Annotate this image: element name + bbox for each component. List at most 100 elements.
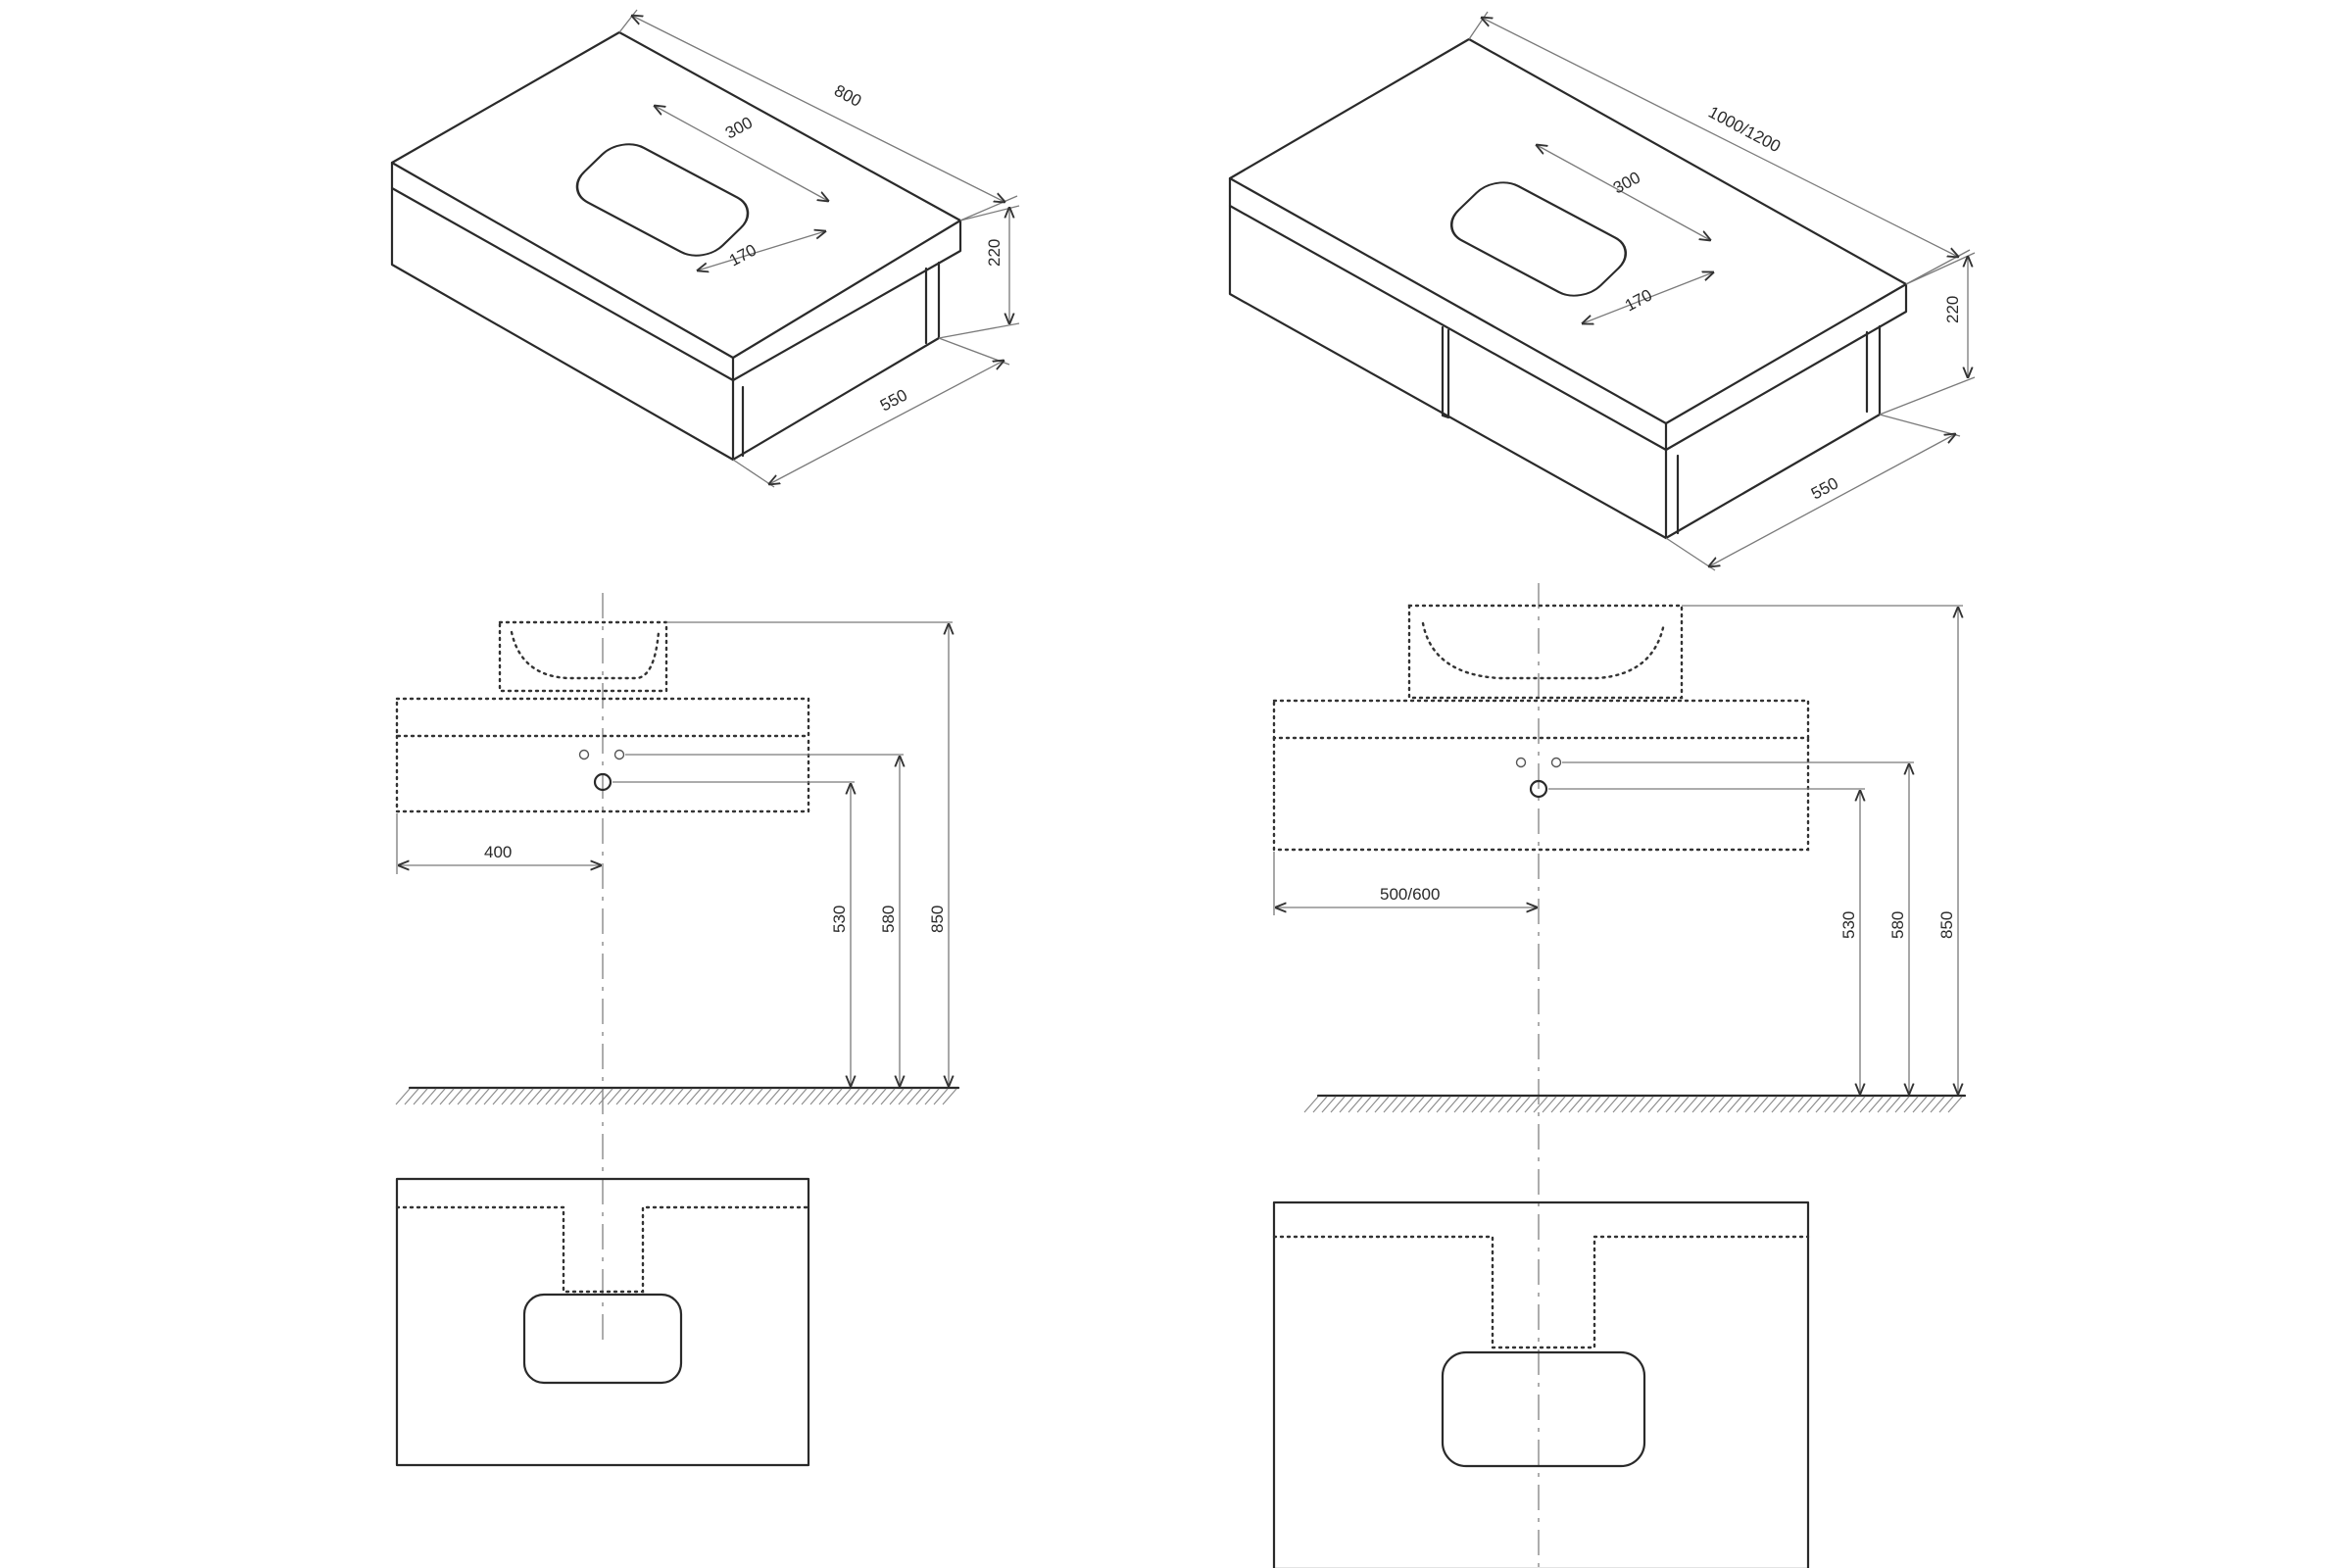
floor-hatch-line xyxy=(854,1088,869,1105)
left-iso-height-label: 220 xyxy=(985,239,1004,267)
right-front-cabinet xyxy=(1272,736,1810,852)
floor-hatch-line xyxy=(677,1088,693,1105)
floor-hatch-line xyxy=(395,1088,411,1105)
floor-hatch-line xyxy=(404,1088,419,1105)
floor-hatch-line xyxy=(483,1088,499,1105)
right-iso-width-label: 1000/1200 xyxy=(1705,103,1784,157)
floor-hatch-line xyxy=(1797,1096,1813,1113)
floor-hatch-line xyxy=(1700,1096,1716,1113)
floor-hatch-line xyxy=(1630,1096,1645,1113)
floor-hatch-line xyxy=(1850,1096,1866,1113)
left-front-counter xyxy=(395,697,810,738)
floor-hatch-line xyxy=(915,1088,931,1105)
left-iso-depth-dim xyxy=(769,361,1004,484)
floor-hatch-line xyxy=(598,1088,613,1105)
right-dim-580-label: 580 xyxy=(1888,911,1907,939)
floor-hatch-line xyxy=(1568,1096,1584,1113)
floor-hatch-line xyxy=(1665,1096,1681,1113)
floor-hatch-line xyxy=(1506,1096,1522,1113)
floor-hatch-line xyxy=(1709,1096,1725,1113)
floor-hatch-line xyxy=(1497,1096,1513,1113)
left-iso-depth-label: 550 xyxy=(877,385,910,415)
floor-hatch-line xyxy=(1612,1096,1628,1113)
floor-hatch-line xyxy=(536,1088,552,1105)
floor-hatch-line xyxy=(1815,1096,1831,1113)
floor-hatch-line xyxy=(1788,1096,1804,1113)
floor-hatch-line xyxy=(501,1088,516,1105)
right-water-inlet-1 xyxy=(1515,757,1527,768)
floor-hatch-line xyxy=(783,1088,799,1105)
right-iso-slab-front xyxy=(1228,176,1668,452)
right-floor-hatch xyxy=(1303,1096,1963,1113)
floor-hatch-line xyxy=(1462,1096,1478,1113)
right-iso-width-dim xyxy=(1482,18,1958,257)
left-iso-width-label: 800 xyxy=(831,81,864,111)
floor-hatch-line xyxy=(862,1088,878,1105)
floor-hatch-line xyxy=(818,1088,834,1105)
floor-hatch-line xyxy=(1339,1096,1354,1113)
floor-hatch-line xyxy=(633,1088,649,1105)
floor-hatch-line xyxy=(1445,1096,1460,1113)
floor-hatch-line xyxy=(695,1088,710,1105)
floor-hatch-line xyxy=(801,1088,816,1105)
left-iso-top-surface xyxy=(390,30,962,360)
floor-hatch-line xyxy=(1418,1096,1434,1113)
right-iso-depth-label: 550 xyxy=(1808,473,1841,503)
floor-hatch-line xyxy=(712,1088,728,1105)
floor-hatch-line xyxy=(589,1088,605,1105)
floor-hatch-line xyxy=(1603,1096,1619,1113)
floor-hatch-line xyxy=(1321,1096,1337,1113)
floor-hatch-line xyxy=(1383,1096,1398,1113)
floor-hatch-line xyxy=(1621,1096,1637,1113)
right-dim-530-label: 530 xyxy=(1839,911,1858,939)
floor-hatch-line xyxy=(1515,1096,1531,1113)
floor-hatch-line xyxy=(1947,1096,1963,1113)
floor-hatch-line xyxy=(1356,1096,1372,1113)
floor-hatch-line xyxy=(765,1088,781,1105)
floor-hatch-line xyxy=(1656,1096,1672,1113)
floor-hatch-line xyxy=(1886,1096,1901,1113)
left-plan-outline xyxy=(395,1177,810,1467)
floor-hatch-line xyxy=(580,1088,596,1105)
floor-hatch-line xyxy=(1303,1096,1319,1113)
floor-hatch-line xyxy=(1824,1096,1839,1113)
floor-hatch-line xyxy=(1938,1096,1954,1113)
left-front-basin xyxy=(498,620,668,693)
floor-hatch-line xyxy=(1841,1096,1857,1113)
floor-hatch-line xyxy=(1683,1096,1698,1113)
floor-hatch-line xyxy=(1859,1096,1875,1113)
floor-hatch-line xyxy=(563,1088,578,1105)
floor-hatch-line xyxy=(1921,1096,1936,1113)
floor-hatch-line xyxy=(527,1088,543,1105)
left-dim-530-label: 530 xyxy=(830,906,849,933)
floor-hatch-line xyxy=(430,1088,446,1105)
right-isometric-view: 1000/1200 300 170 220 550 xyxy=(1228,11,1976,571)
left-water-inlet-1 xyxy=(578,749,590,760)
floor-hatch-line xyxy=(1930,1096,1945,1113)
floor-hatch-line xyxy=(898,1088,913,1105)
floor-hatch-line xyxy=(871,1088,887,1105)
floor-hatch-line xyxy=(1833,1096,1848,1113)
floor-hatch-line xyxy=(1771,1096,1787,1113)
left-dim-580-label: 580 xyxy=(879,906,898,933)
floor-hatch-line xyxy=(1577,1096,1592,1113)
floor-hatch-line xyxy=(1736,1096,1751,1113)
floor-hatch-line xyxy=(836,1088,852,1105)
floor-hatch-line xyxy=(730,1088,746,1105)
floor-hatch-line xyxy=(1806,1096,1822,1113)
floor-hatch-line xyxy=(439,1088,455,1105)
right-plan-outline xyxy=(1272,1200,1810,1568)
floor-hatch-line xyxy=(1868,1096,1884,1113)
floor-hatch-line xyxy=(607,1088,622,1105)
right-dim-850-label: 850 xyxy=(1937,911,1956,939)
floor-hatch-line xyxy=(413,1088,428,1105)
left-iso-slab-front xyxy=(390,161,735,382)
floor-hatch-line xyxy=(668,1088,684,1105)
floor-hatch-line xyxy=(1471,1096,1487,1113)
floor-hatch-line xyxy=(421,1088,437,1105)
floor-hatch-line xyxy=(1903,1096,1919,1113)
floor-hatch-line xyxy=(721,1088,737,1105)
left-plan-bowl xyxy=(522,1293,683,1385)
floor-hatch-line xyxy=(1550,1096,1566,1113)
